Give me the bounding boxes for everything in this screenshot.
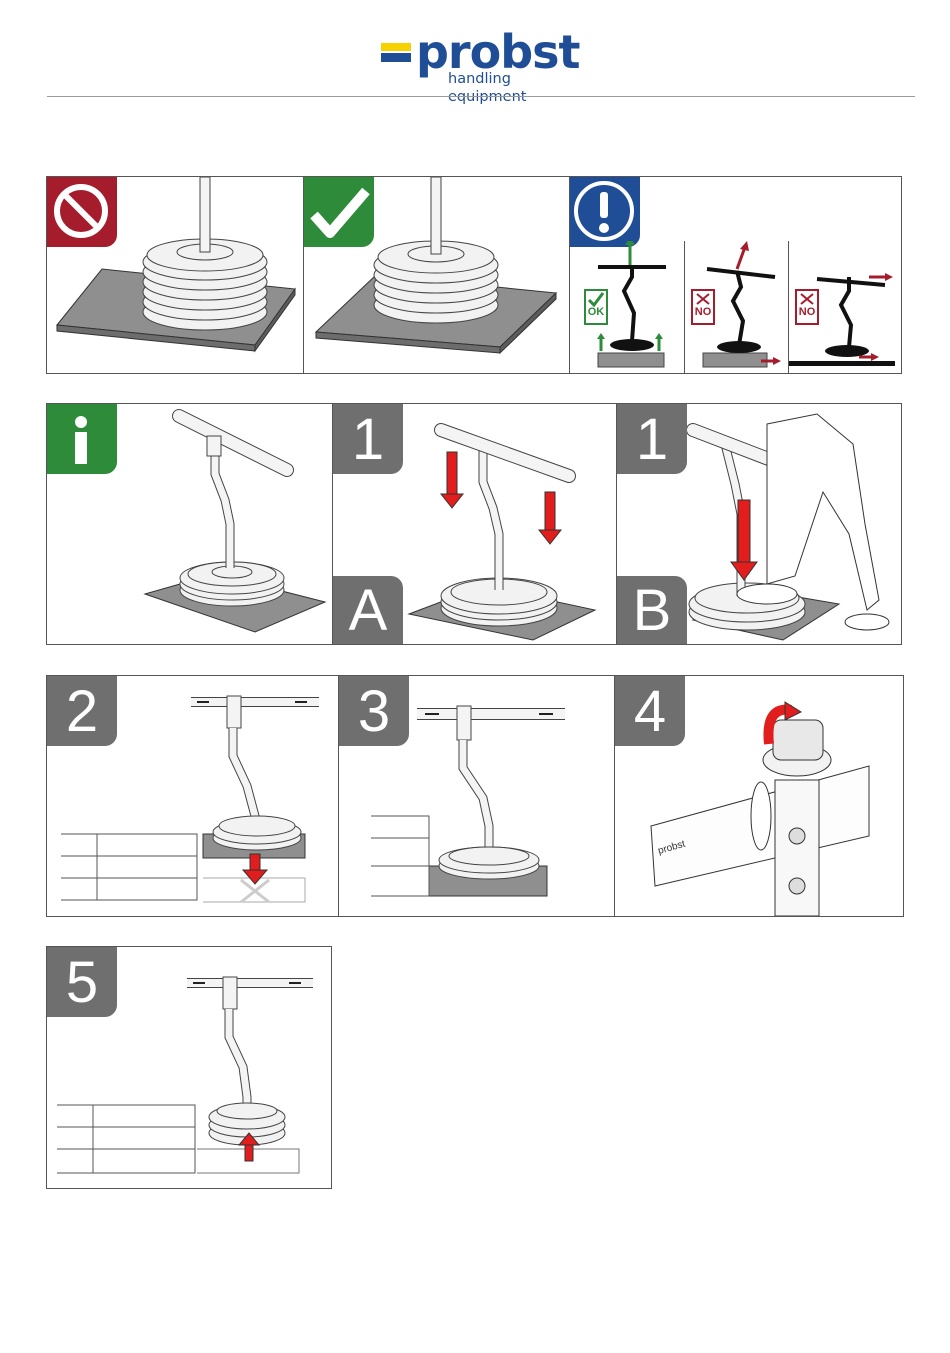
step-badge-5: 5 <box>47 947 117 1017</box>
step-number: 1 <box>333 404 403 474</box>
variant-letter: B <box>617 576 687 644</box>
check-ok: OK <box>570 241 684 373</box>
step-number: 5 <box>47 947 117 1017</box>
panel-step-3: 3 <box>338 676 615 916</box>
variant-letter: A <box>333 576 403 644</box>
check-box-icon: OK <box>584 289 608 325</box>
check-label: NO <box>797 306 817 318</box>
correct-badge <box>304 177 374 247</box>
step-number: 4 <box>615 676 685 746</box>
prohibited-badge <box>47 177 117 247</box>
check-label: OK <box>586 306 606 318</box>
brand-tagline: handling equipment <box>448 70 593 106</box>
panel-step-5: 5 <box>47 947 331 1188</box>
step-number: 1 <box>617 404 687 474</box>
check-label: NO <box>693 306 713 318</box>
checkmark-icon <box>304 177 374 247</box>
panel-prohibited <box>47 177 303 373</box>
check-no-sideways: NO <box>788 241 903 373</box>
panel-step-1a: 1 A <box>332 404 617 644</box>
check-no-tilted: NO <box>684 241 789 373</box>
step-badge-2: 2 <box>47 676 117 746</box>
step-number: 3 <box>339 676 409 746</box>
logo-yellow-bar <box>381 43 411 51</box>
panel-info <box>47 404 332 644</box>
header-divider <box>47 96 915 97</box>
x-box-icon: NO <box>795 289 819 325</box>
info-icon <box>47 404 117 474</box>
logo-blue-bar <box>381 53 411 62</box>
panel-warning: OK NO <box>569 177 902 373</box>
variant-badge-b: B <box>617 576 687 644</box>
x-box-icon: NO <box>691 289 715 325</box>
step-badge-1b: 1 <box>617 404 687 474</box>
panel-step-2: 2 <box>47 676 338 916</box>
panel-correct <box>303 177 570 373</box>
safety-row: OK NO <box>46 176 902 374</box>
exclamation-icon <box>570 177 640 247</box>
variant-badge-a: A <box>333 576 403 644</box>
attach-row: 1 A 1 B <box>46 403 902 645</box>
return-row: 5 <box>46 946 332 1189</box>
step-badge-1a: 1 <box>333 404 403 474</box>
lift-row: 2 3 <box>46 675 904 917</box>
step-badge-4: 4 <box>615 676 685 746</box>
step-number: 2 <box>47 676 117 746</box>
panel-step-1b: 1 B <box>616 404 902 644</box>
warning-badge <box>570 177 640 247</box>
brand-logo: probst handling equipment <box>378 30 593 92</box>
panel-step-4: probst 4 <box>614 676 904 916</box>
info-badge <box>47 404 117 474</box>
no-entry-icon <box>47 177 117 247</box>
step-badge-3: 3 <box>339 676 409 746</box>
